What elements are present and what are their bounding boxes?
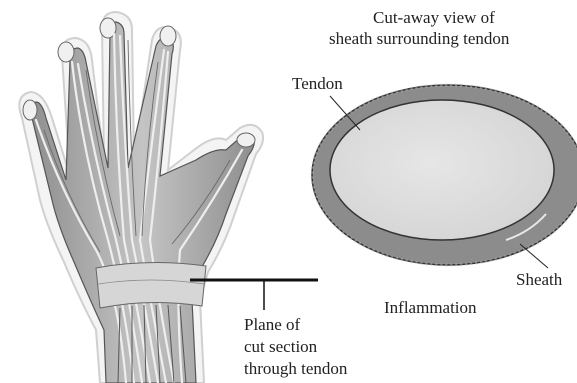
cross-section-title-line-1: Cut-away view of <box>373 8 495 28</box>
sheath-leader <box>520 244 548 268</box>
cross-section-title-line-2: sheath surrounding tendon <box>329 29 509 49</box>
hand-illustration <box>19 12 263 383</box>
plane-label-line-2: cut section <box>244 337 317 357</box>
tendon-core <box>330 100 554 240</box>
plane-label-line-1: Plane of <box>244 315 300 335</box>
tendon-label: Tendon <box>292 74 343 94</box>
plane-label-line-3: through tendon <box>244 359 347 379</box>
tendon-cross-section <box>312 85 577 265</box>
inflammation-label: Inflammation <box>384 298 477 318</box>
sheath-label: Sheath <box>516 270 562 290</box>
